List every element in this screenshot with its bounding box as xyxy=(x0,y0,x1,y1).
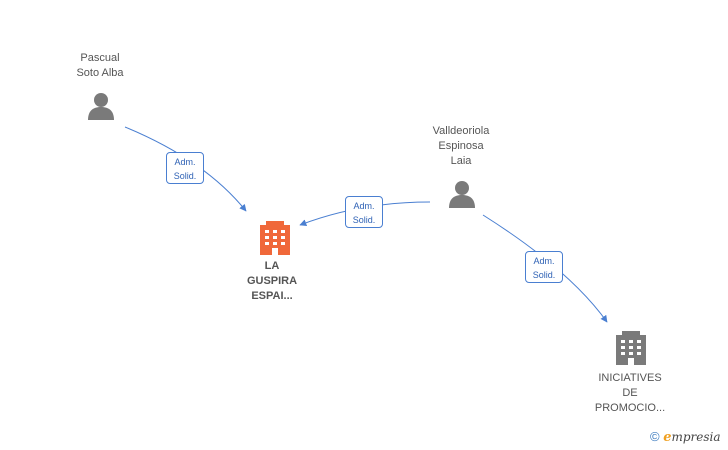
company-node-la-guspira[interactable]: LA GUSPIRA ESPAI... xyxy=(232,259,312,304)
company-node-iniciatives[interactable]: INICIATIVES DE PROMOCIO... xyxy=(584,371,676,416)
node-label-line: Pascual xyxy=(80,52,120,64)
copyright-icon: © xyxy=(650,429,660,444)
edge-label-line: Solid. xyxy=(532,270,556,280)
person-icon[interactable] xyxy=(449,181,475,208)
node-label-line: Espinosa xyxy=(438,140,484,152)
building-icon[interactable] xyxy=(260,221,290,255)
node-label-line: LA xyxy=(264,260,280,272)
edge-label-role[interactable]: Adm. Solid. xyxy=(525,251,563,283)
node-label-line: INICIATIVES xyxy=(598,372,662,384)
person-icon[interactable] xyxy=(88,93,114,120)
edge-label-line: Adm. xyxy=(174,157,196,167)
node-label-line: GUSPIRA xyxy=(246,275,298,287)
person-node-pascual[interactable]: Pascual Soto Alba xyxy=(60,51,140,81)
edge-label-role[interactable]: Adm. Solid. xyxy=(166,152,204,184)
building-icon[interactable] xyxy=(616,331,646,365)
empresia-watermark: © empresia xyxy=(650,429,721,445)
person-node-valldeoriola[interactable]: Valldeoriola Espinosa Laia xyxy=(415,124,507,169)
edge-label-line: Solid. xyxy=(352,215,376,225)
edge-label-line: Solid. xyxy=(173,171,197,181)
node-label-line: ESPAI... xyxy=(251,290,293,302)
brand-initial: e xyxy=(663,430,672,445)
edge-label-role[interactable]: Adm. Solid. xyxy=(345,196,383,228)
node-label-line: PROMOCIO... xyxy=(594,402,666,414)
node-label-line: DE xyxy=(622,387,638,399)
node-label-line: Valldeoriola xyxy=(432,125,490,137)
node-label-line: Laia xyxy=(450,155,472,167)
edge-label-line: Adm. xyxy=(353,201,375,211)
node-label-line: Soto Alba xyxy=(76,67,124,79)
brand-name: mpresia xyxy=(671,430,721,444)
edge-label-line: Adm. xyxy=(533,256,555,266)
